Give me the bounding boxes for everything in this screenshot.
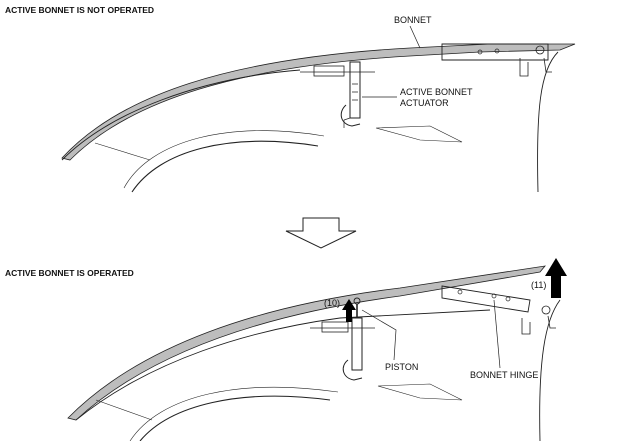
label-actuator-line1: ACTIVE BONNET xyxy=(400,87,473,97)
label-step-piston: (10) xyxy=(324,298,340,308)
label-actuator-line2: ACTUATOR xyxy=(400,98,449,108)
leader-bonnet-hinge xyxy=(493,299,501,369)
active-bonnet-actuator xyxy=(300,61,375,128)
down-arrow-icon xyxy=(285,217,357,249)
bonnet-panel-raised xyxy=(67,265,546,421)
heading-operated: ACTIVE BONNET IS OPERATED xyxy=(5,268,134,278)
leader-bonnet xyxy=(409,25,421,49)
vehicle-front-operated xyxy=(67,265,561,442)
up-arrow-icon-piston xyxy=(342,299,356,322)
label-piston: PISTON xyxy=(385,362,418,372)
vehicle-front-not-operated xyxy=(61,43,576,193)
heading-not-operated: ACTIVE BONNET IS NOT OPERATED xyxy=(5,5,154,15)
leader-piston xyxy=(361,309,397,361)
up-arrow-icon-hinge xyxy=(545,258,567,298)
label-bonnet-hinge: BONNET HINGE xyxy=(470,370,538,380)
active-bonnet-actuator-extended xyxy=(310,297,375,381)
label-bonnet: BONNET xyxy=(394,15,432,25)
bonnet-panel xyxy=(61,43,576,161)
label-step-hinge: (11) xyxy=(531,280,546,290)
